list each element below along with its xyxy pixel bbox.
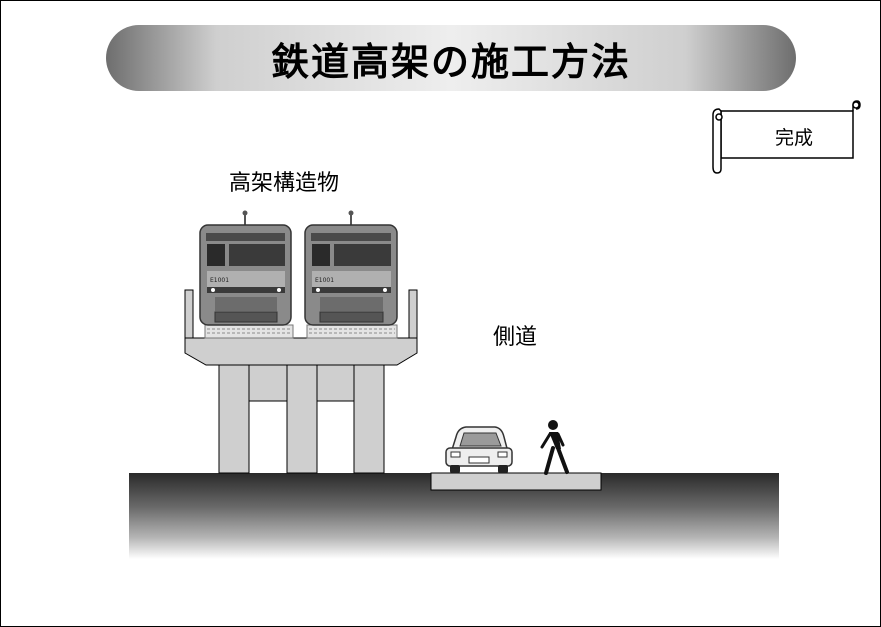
crossbeam-right bbox=[316, 364, 355, 402]
train-number-2: E1001 bbox=[315, 277, 334, 284]
ballast-left bbox=[204, 324, 294, 339]
pedestrian-icon bbox=[540, 420, 569, 475]
train-car-2 bbox=[304, 210, 398, 326]
ballast-right bbox=[306, 324, 398, 339]
pier-center bbox=[286, 364, 318, 474]
title-bar: 鉄道高架の施工方法 bbox=[106, 25, 796, 91]
parapet-right bbox=[408, 289, 418, 339]
car-icon bbox=[445, 426, 513, 473]
deck-slab bbox=[184, 337, 418, 366]
side-road-label: 側道 bbox=[493, 325, 538, 350]
pier-right bbox=[353, 364, 385, 474]
elevated-structure-label: 高架構造物 bbox=[229, 171, 340, 196]
scroll-banner-icon bbox=[712, 100, 861, 174]
train-car-1 bbox=[199, 210, 292, 326]
stage-label: 完成 bbox=[774, 126, 813, 149]
page-title: 鉄道高架の施工方法 bbox=[270, 39, 631, 84]
train-number-1: E1001 bbox=[210, 277, 229, 284]
pier-left bbox=[218, 364, 250, 474]
parapet-left bbox=[184, 289, 194, 339]
crossbeam-left bbox=[248, 364, 288, 402]
side-road bbox=[430, 472, 602, 491]
